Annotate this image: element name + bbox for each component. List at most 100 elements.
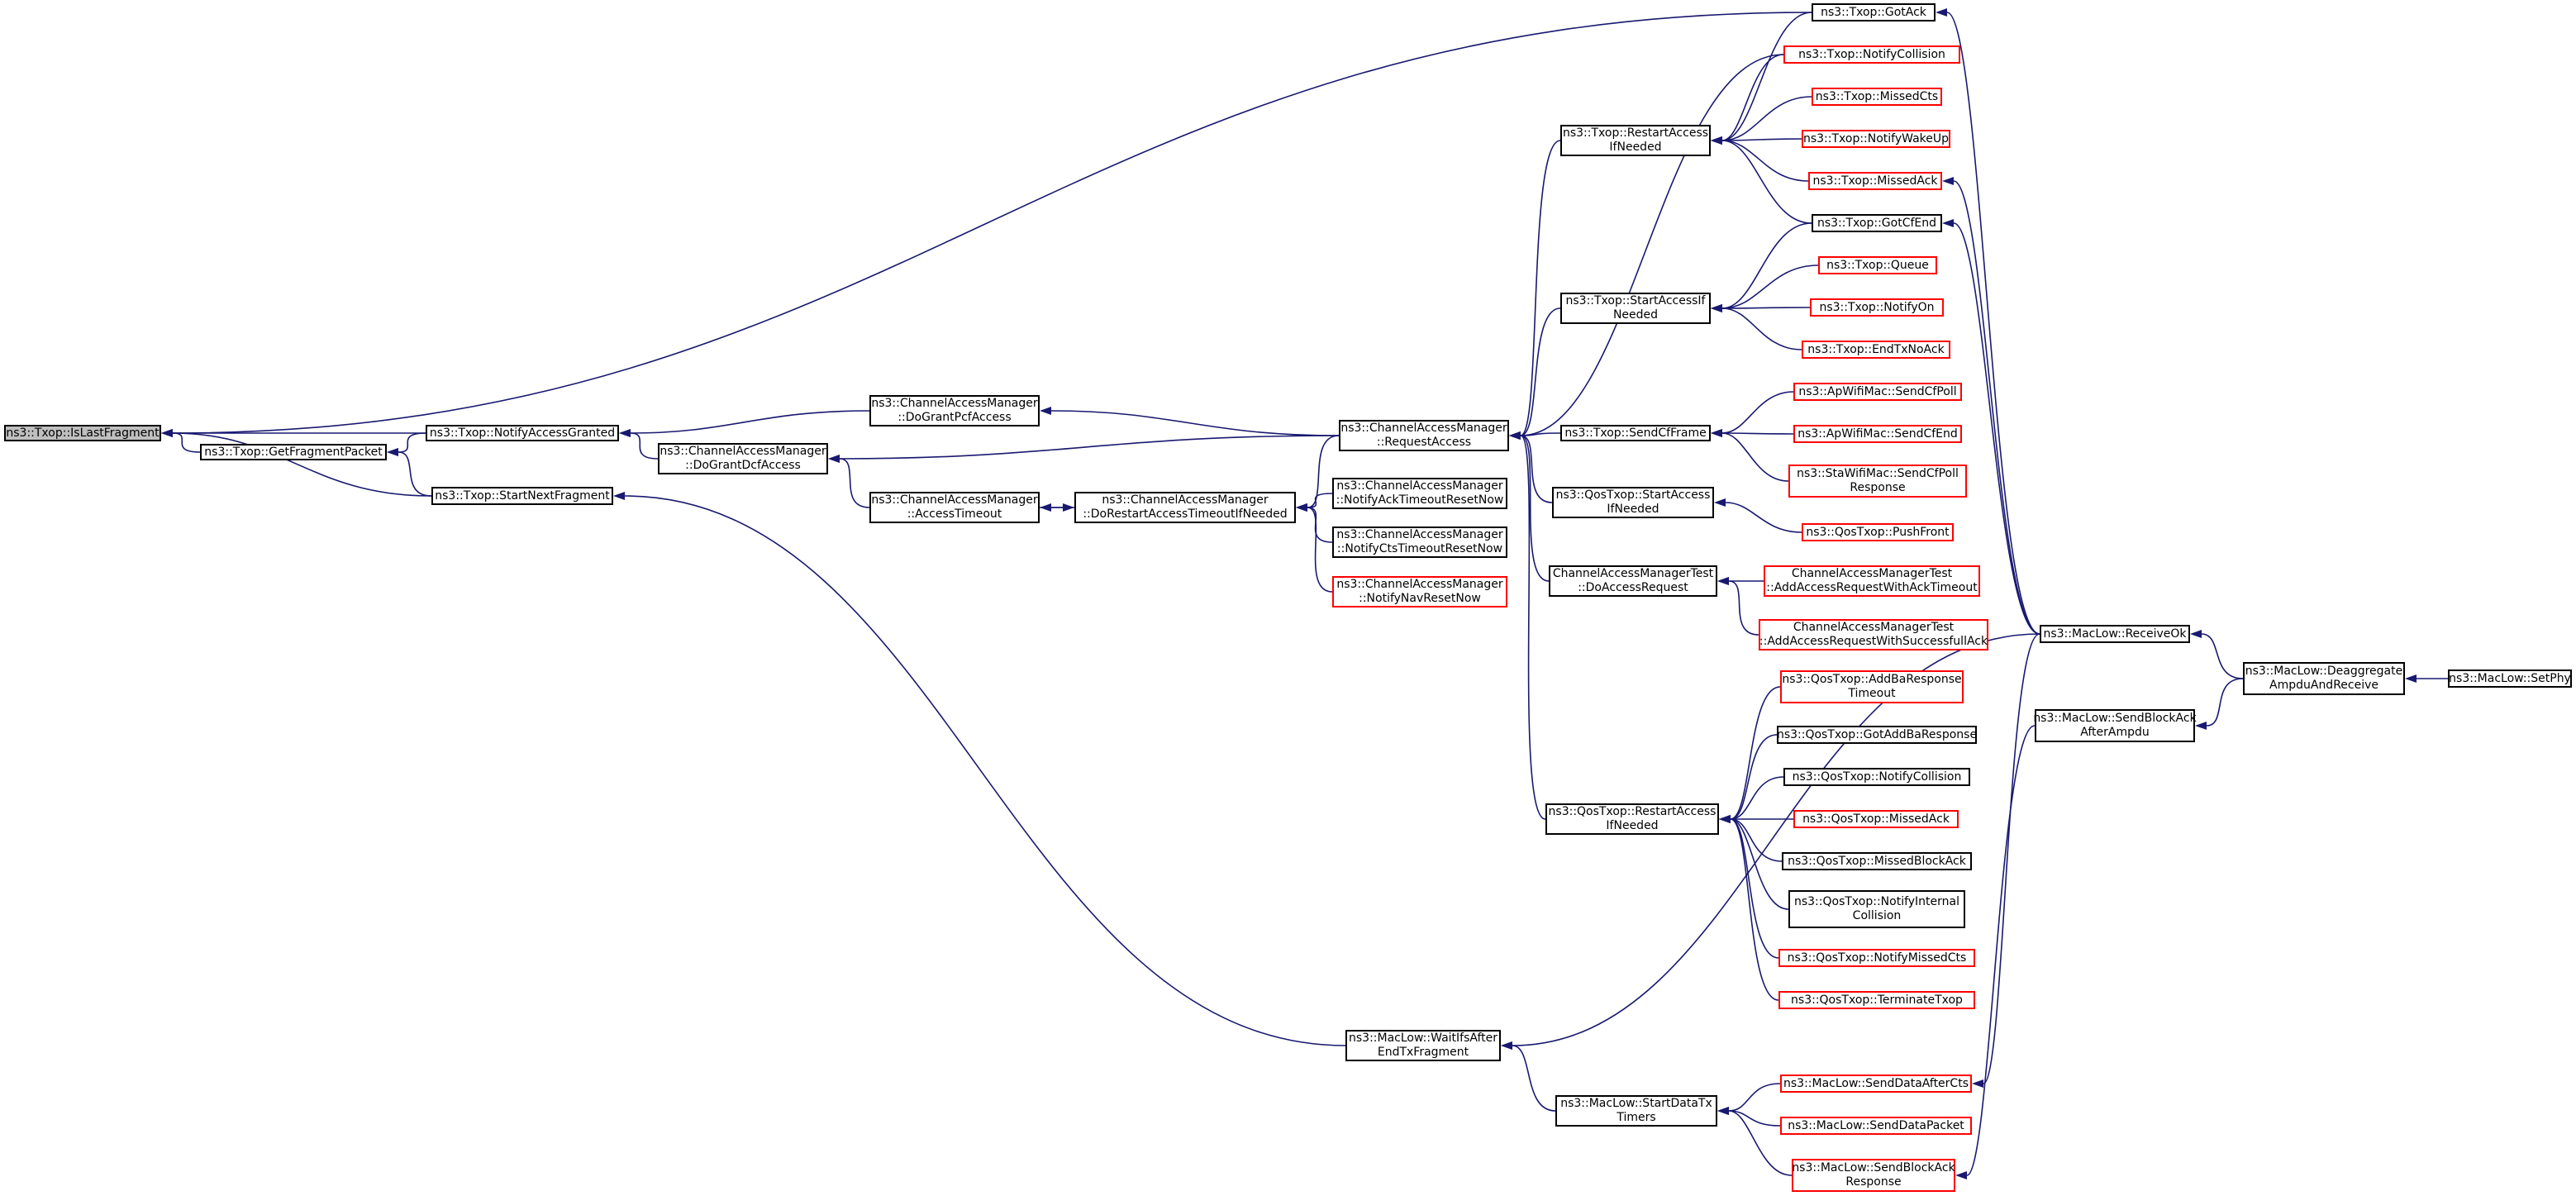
graph-node-qos-notify-collision[interactable]: ns3::QosTxop::NotifyCollision — [1783, 768, 1970, 786]
graph-node-notify-wake-up[interactable]: ns3::Txop::NotifyWakeUp — [1802, 130, 1950, 148]
call-edge-txopStartAccess-to-requestAccess — [1520, 307, 1561, 436]
node-label-line: ns3::QosTxop::MissedAck — [1802, 812, 1950, 826]
graph-node-got-cf-end[interactable]: ns3::Txop::GotCfEnd — [1812, 214, 1942, 232]
graph-node-qos-notify-missed-cts[interactable]: ns3::QosTxop::NotifyMissedCts — [1778, 949, 1975, 967]
node-label-line: ns3::Txop::IsLastFragment — [6, 426, 160, 440]
node-label-line: ns3::QosTxop::NotifyInternal — [1793, 895, 1960, 908]
graph-node-send-data-packet[interactable]: ns3::MacLow::SendDataPacket — [1780, 1117, 1972, 1135]
call-edge-notifyCollision-to-txopRestartAccess — [1721, 54, 1784, 141]
call-edge-receiveOk-to-waitIfs — [1512, 633, 2040, 1046]
call-edge-receiveOk-to-sendDataAfterCts — [1983, 633, 2040, 1084]
graph-node-end-tx-no-ack[interactable]: ns3::Txop::EndTxNoAck — [1802, 341, 1950, 359]
node-label-line: ns3::QosTxop::NotifyCollision — [1792, 770, 1962, 784]
graph-node-qos-push-front[interactable]: ns3::QosTxop::PushFront — [1802, 523, 1954, 541]
call-edge-qosPushFront-to-qosStartAccess — [1725, 502, 1802, 533]
node-label-line: Needed — [1612, 308, 1659, 322]
call-edge-waitIfs-to-startNextFragment — [624, 495, 1346, 1046]
edge-arrowhead — [828, 455, 840, 463]
node-label-line: ns3::MacLow::SendDataAfterCts — [1783, 1076, 1969, 1090]
node-label-line: ns3::ApWifiMac::SendCfEnd — [1797, 426, 1958, 441]
graph-node-request-access[interactable]: ns3::ChannelAccessManager::RequestAccess — [1339, 420, 1509, 451]
call-edge-qosTerminateTxop-to-qosRestartAccess — [1730, 818, 1779, 1001]
graph-node-send-cf-frame[interactable]: ns3::Txop::SendCfFrame — [1560, 425, 1711, 441]
node-label-line: Timers — [1617, 1111, 1656, 1124]
call-edge-sendBlockAckAfterAmpdu-to-sendBlockAckResponse — [1966, 725, 2036, 1176]
edge-arrowhead — [1942, 219, 1954, 227]
node-label-line: ns3::MacLow::SendBlockAck — [2033, 712, 2197, 725]
edge-arrowhead — [1040, 407, 1051, 415]
graph-node-missed-ack[interactable]: ns3::Txop::MissedAck — [1808, 172, 1942, 190]
graph-node-cam-test-success-ack[interactable]: ChannelAccessManagerTest::AddAccessReque… — [1759, 619, 1988, 650]
node-label-line: ::RequestAccess — [1376, 436, 1472, 449]
node-label-line: ns3::MacLow::StartDataTx — [1560, 1097, 1712, 1110]
graph-node-send-data-after-cts[interactable]: ns3::MacLow::SendDataAfterCts — [1780, 1074, 1972, 1093]
graph-node-receive-ok[interactable]: ns3::MacLow::ReceiveOk — [2040, 625, 2190, 643]
graph-node-cam-test-do-access[interactable]: ChannelAccessManagerTest::DoAccessReques… — [1549, 565, 1717, 597]
node-label-line: ns3::ChannelAccessManager — [871, 493, 1038, 507]
call-edge-missedCts-to-txopRestartAccess — [1721, 96, 1812, 141]
graph-node-get-fragment-packet[interactable]: ns3::Txop::GetFragmentPacket — [200, 444, 387, 460]
node-label-line: ChannelAccessManagerTest — [1552, 567, 1714, 580]
node-label-line: ns3::ApWifiMac::SendCfPoll — [1798, 384, 1957, 398]
edge-arrowhead — [613, 492, 625, 500]
call-edge-qosMissedBlockAck-to-qosRestartAccess — [1730, 818, 1783, 862]
edge-arrowhead — [1936, 8, 1947, 17]
call-edge-apSendCfEnd-to-sendCfFrame — [1721, 432, 1794, 435]
graph-node-notify-nav-reset[interactable]: ns3::ChannelAccessManager::NotifyNavRese… — [1332, 576, 1507, 608]
graph-node-access-timeout[interactable]: ns3::ChannelAccessManager::AccessTimeout — [869, 492, 1040, 523]
graph-node-notify-on[interactable]: ns3::Txop::NotifyOn — [1810, 298, 1944, 317]
graph-node-qos-terminate-txop[interactable]: ns3::QosTxop::TerminateTxop — [1778, 991, 1975, 1009]
graph-node-do-restart-access[interactable]: ns3::ChannelAccessManager::DoRestartAcce… — [1074, 492, 1296, 523]
call-edge-qosStartAccess-to-requestAccess — [1520, 435, 1553, 503]
graph-node-missed-cts[interactable]: ns3::Txop::MissedCts — [1812, 88, 1942, 106]
node-label-line: ::DoAccessRequest — [1578, 581, 1688, 594]
graph-node-ap-send-cf-end[interactable]: ns3::ApWifiMac::SendCfEnd — [1793, 425, 1962, 443]
call-edge-apSendCfPoll-to-sendCfFrame — [1721, 391, 1794, 434]
graph-node-got-ack[interactable]: ns3::Txop::GotAck — [1812, 3, 1936, 21]
graph-node-start-next-fragment[interactable]: ns3::Txop::StartNextFragment — [431, 487, 613, 505]
node-label-line: ns3::QosTxop::StartAccess — [1555, 488, 1711, 502]
graph-node-notify-access-granted[interactable]: ns3::Txop::NotifyAccessGranted — [426, 425, 619, 441]
graph-node-qos-got-add-ba[interactable]: ns3::QosTxop::GotAddBaResponse — [1777, 726, 1977, 744]
edge-arrowhead — [161, 429, 173, 437]
node-label-line: ::NotifyAckTimeoutResetNow — [1336, 493, 1504, 507]
graph-node-cam-test-ack-timeout[interactable]: ChannelAccessManagerTest::AddAccessReque… — [1764, 565, 1980, 597]
node-label-line: IfNeeded — [1607, 503, 1659, 516]
edge-arrowhead — [1972, 1079, 1983, 1088]
graph-node-notify-ack-timeout[interactable]: ns3::ChannelAccessManager::NotifyAckTime… — [1332, 478, 1507, 509]
node-label-line: ns3::ChannelAccessManager — [1340, 422, 1507, 435]
graph-node-set-phy[interactable]: ns3::MacLow::SetPhy — [2448, 669, 2572, 688]
node-label-line: ::DoGrantDcfAccess — [685, 459, 801, 472]
graph-node-notify-collision[interactable]: ns3::Txop::NotifyCollision — [1783, 45, 1960, 64]
call-edge-qosNotifyCollision-to-qosRestartAccess — [1730, 776, 1784, 820]
graph-node-qos-missed-ack[interactable]: ns3::QosTxop::MissedAck — [1793, 810, 1959, 828]
node-label-line: ns3::ChannelAccessManager — [1336, 479, 1503, 493]
node-label-line: ns3::Txop::MissedCts — [1815, 89, 1939, 103]
call-edge-doGrantDcfAccess-to-notifyAccessGranted — [630, 432, 659, 460]
graph-node-queue[interactable]: ns3::Txop::Queue — [1818, 256, 1937, 274]
graph-node-do-grant-dcf-access[interactable]: ns3::ChannelAccessManager::DoGrantDcfAcc… — [658, 443, 828, 474]
call-edge-camTestSuccessAck-to-camTestDoAccess — [1728, 580, 1759, 636]
graph-node-ap-send-cf-poll[interactable]: ns3::ApWifiMac::SendCfPoll — [1793, 383, 1962, 401]
node-label-line: ns3::ChannelAccessManager — [871, 397, 1038, 410]
graph-node-notify-cts-timeout[interactable]: ns3::ChannelAccessManager::NotifyCtsTime… — [1332, 527, 1507, 558]
call-edge-qosGotAddBa-to-qosRestartAccess — [1730, 734, 1778, 820]
call-edge-camTestDoAccess-to-requestAccess — [1520, 435, 1550, 582]
graph-node-qos-missed-block-ack[interactable]: ns3::QosTxop::MissedBlockAck — [1782, 852, 1972, 870]
graph-node-do-grant-pcf-access[interactable]: ns3::ChannelAccessManager::DoGrantPcfAcc… — [869, 395, 1040, 426]
node-label-line: Timeout — [1848, 687, 1896, 700]
node-label-line: ::AddAccessRequestWithSuccessfullAck — [1759, 635, 1988, 648]
